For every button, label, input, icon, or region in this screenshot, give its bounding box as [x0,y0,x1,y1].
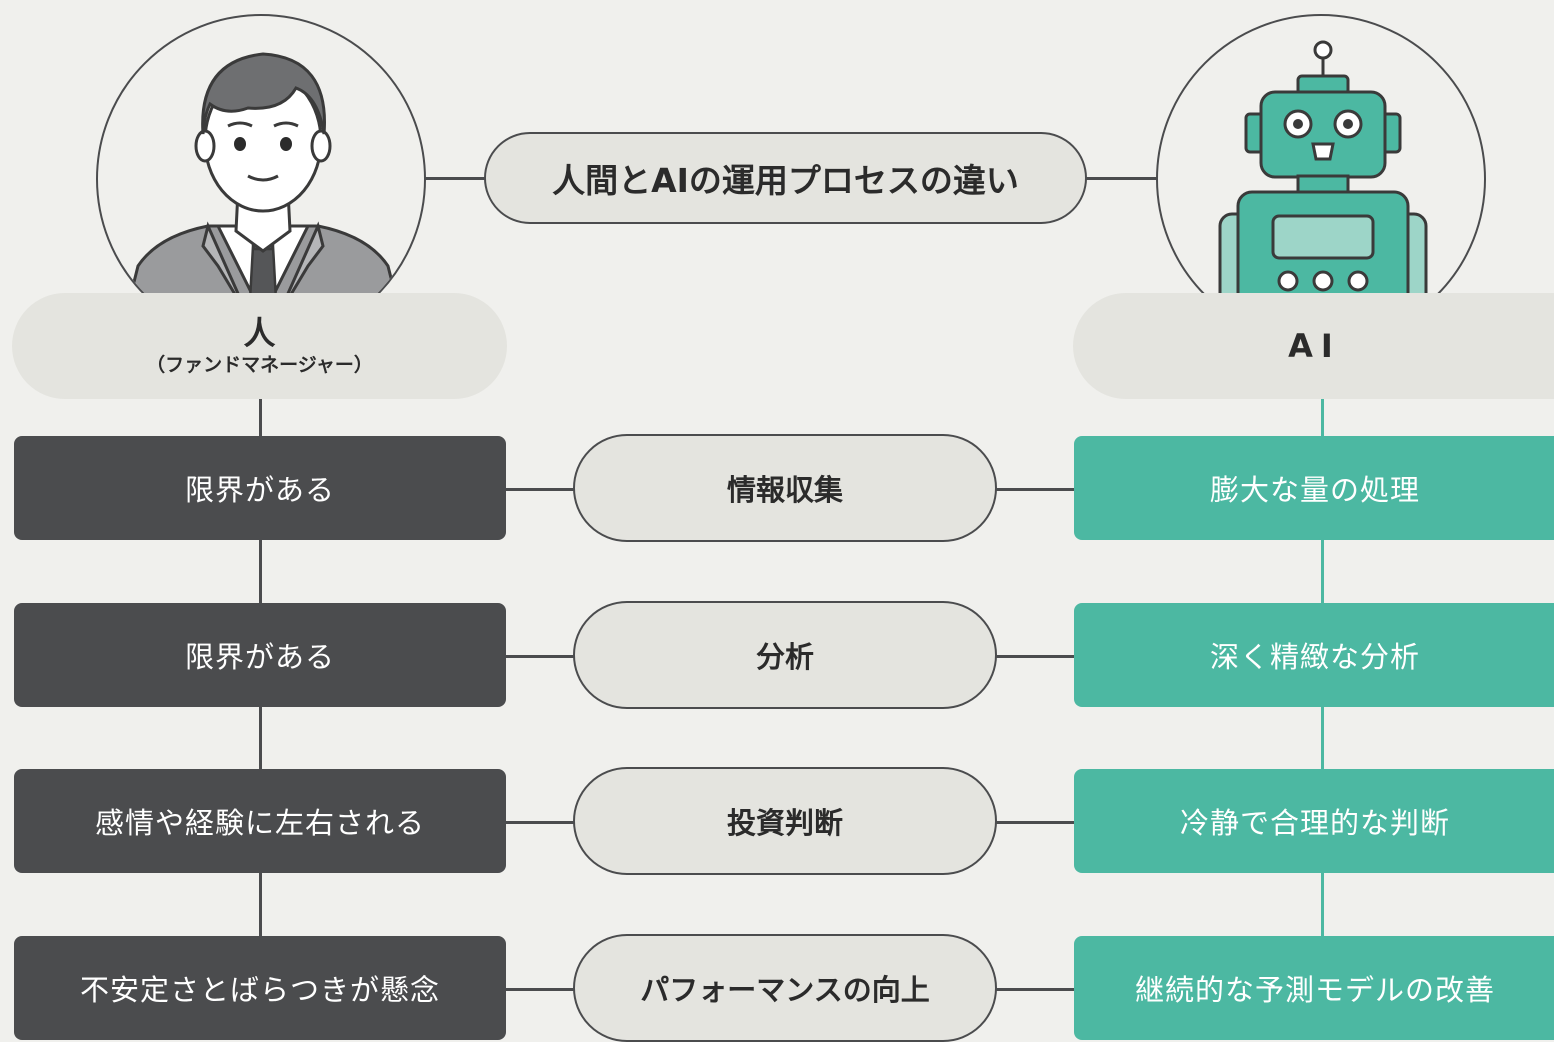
human-item-2-text: 限界がある [184,640,335,674]
ai-item-2-text: 深く精緻な分析 [1209,640,1420,674]
ai-item-1-text: 膨大な量の処理 [1209,473,1420,507]
human-header-label: 人 [243,314,276,352]
ai-header: AI [1073,293,1554,399]
process-step-3-text: 投資判断 [726,806,843,840]
ai-item-3: 冷静で合理的な判断 [1074,769,1554,873]
human-item-4: 不安定さとばらつきが懸念 [14,936,506,1040]
human-header: 人 （ファンドマネージャー） [12,293,507,399]
ai-item-2: 深く精緻な分析 [1074,603,1554,707]
connector-row4-right [995,988,1075,991]
human-header-sublabel: （ファンドマネージャー） [146,354,373,376]
process-step-1-text: 情報収集 [726,473,843,507]
connector-row1-right [995,488,1075,491]
ai-item-1: 膨大な量の処理 [1074,436,1554,540]
human-item-1: 限界がある [14,436,506,540]
process-step-1: 情報収集 [573,434,997,542]
connector-row1-left [505,488,575,491]
process-step-4: パフォーマンスの向上 [573,934,997,1042]
ai-item-4: 継続的な予測モデルの改善 [1074,936,1554,1040]
human-item-1-text: 限界がある [184,473,335,507]
connector-row3-right [995,821,1075,824]
human-item-4-text: 不安定さとばらつきが懸念 [79,973,440,1007]
connector-row4-left [505,988,575,991]
connector-row2-left [505,655,575,658]
process-step-2-text: 分析 [755,640,814,674]
ai-item-4-text: 継続的な予測モデルの改善 [1134,973,1495,1007]
diagram-title-text: 人間とAIの運用プロセスの違い [552,161,1019,200]
human-item-3: 感情や経験に左右される [14,769,506,873]
ai-header-label: AI [1288,327,1341,365]
connector-title-right [1085,177,1158,180]
ai-avatar [1156,14,1486,344]
diagram-title: 人間とAIの運用プロセスの違い [484,132,1087,224]
process-step-2: 分析 [573,601,997,709]
human-item-2: 限界がある [14,603,506,707]
connector-row3-left [505,821,575,824]
process-step-4-text: パフォーマンスの向上 [640,973,930,1007]
connector-row2-right [995,655,1075,658]
human-item-3-text: 感情や経験に左右される [94,806,425,840]
connector-title-left [424,177,486,180]
ai-item-3-text: 冷静で合理的な判断 [1179,806,1450,840]
process-step-3: 投資判断 [573,767,997,875]
